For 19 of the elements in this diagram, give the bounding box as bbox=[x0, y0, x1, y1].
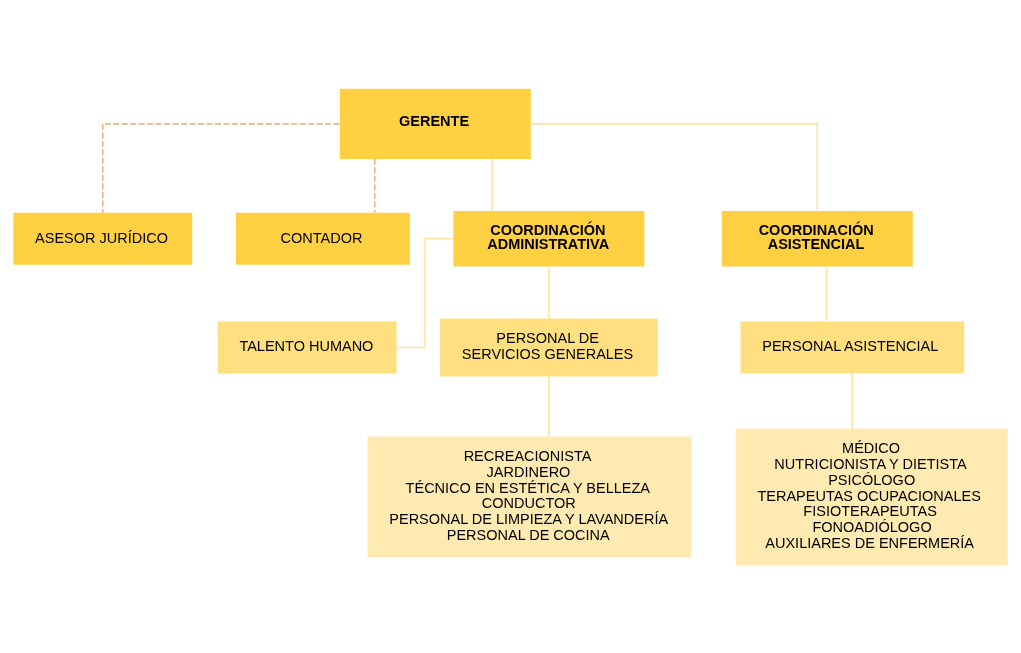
node-box: COORDINACIÓN ADMINISTRATIVA bbox=[453, 210, 645, 267]
connector bbox=[548, 265, 550, 319]
node-box: CONTADOR bbox=[235, 212, 410, 265]
node-box: GERENTE bbox=[339, 88, 531, 159]
connector bbox=[374, 157, 376, 213]
node-box: PERSONAL ASISTENCIAL bbox=[740, 321, 965, 374]
node-box: PERSONAL DE SERVICIOS GENERALES bbox=[440, 318, 658, 377]
connector bbox=[102, 122, 341, 213]
connector bbox=[825, 265, 828, 322]
node-box: MÉDICO NUTRICIONISTA Y DIETISTA PSICÓLOGO TERAPEUTAS OCUPACIONALES FISIOTERAPEUTAS FONOADIÓLOGO AUXILIARES DE ENFERMERÍA bbox=[735, 428, 1008, 565]
connector bbox=[851, 372, 854, 429]
connector bbox=[530, 122, 819, 211]
node-box: TALENTO HUMANO bbox=[217, 321, 397, 374]
node-box: RECREACIONISTA JARDINERO TÉCNICO EN ESTÉTICA Y BELLEZA CONDUCTOR PERSONAL DE LIMPIEZA Y LAVANDERÍA PERSONAL DE COCINA bbox=[367, 435, 692, 557]
connector bbox=[548, 375, 550, 437]
connector bbox=[491, 157, 493, 212]
node-box: ASESOR JURÍDICO bbox=[13, 212, 193, 265]
node-box: COORDINACIÓN ASISTENCIAL bbox=[721, 210, 913, 267]
connector bbox=[396, 237, 454, 348]
